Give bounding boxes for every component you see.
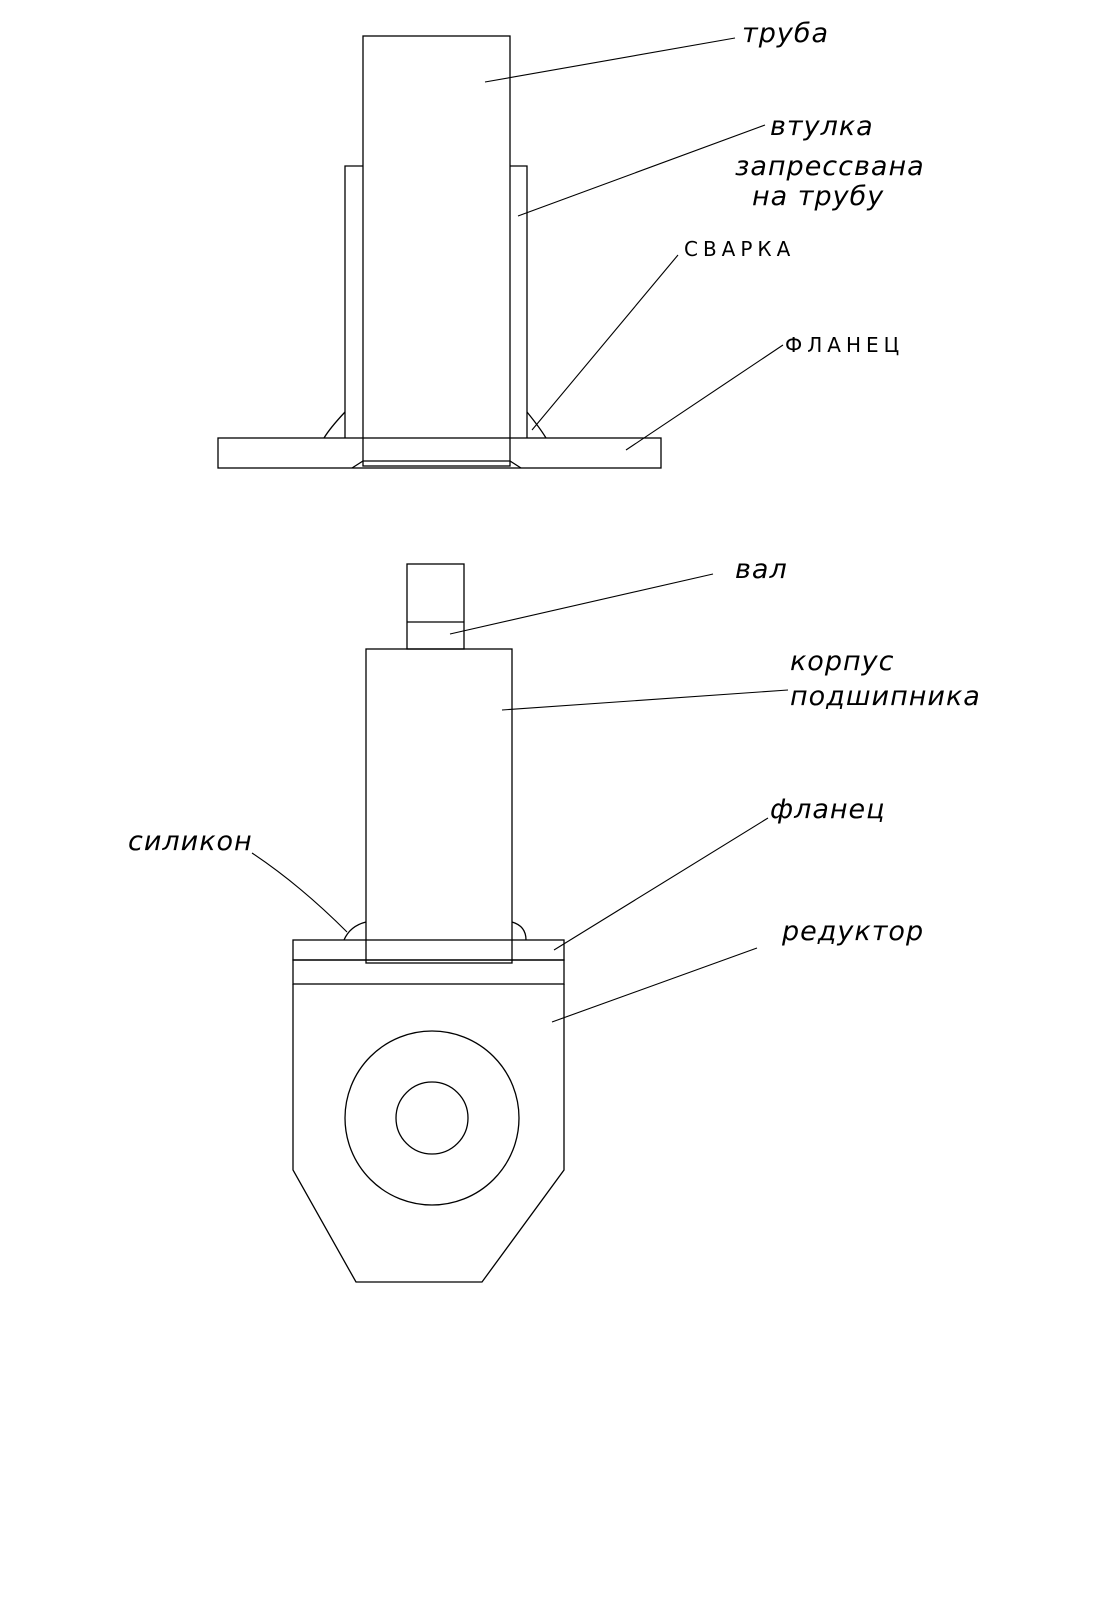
label-bearing-housing-2: подшипника [790,681,981,712]
label-flange-top: ФЛАНЕЦ [785,333,904,357]
shaft-shape [406,563,465,650]
bearing-housing-shape [365,648,513,964]
leader-pipe [484,37,736,83]
leader-weld [531,254,679,431]
top-assembly: труба втулка запрессвана на трубу СВАРКА… [217,18,925,469]
label-silicone: силикон [128,826,253,857]
label-bushing-2: запрессвана [735,151,925,182]
leader-flange-top [625,344,784,451]
label-flange-bottom: фланец [770,794,886,825]
flange-plate-bottom [292,939,565,961]
silicone-right [511,921,527,941]
silicone-left [343,921,367,941]
reducer-band [292,959,565,985]
label-bushing-3: на трубу [752,181,884,212]
weld-left [323,411,346,439]
leader-bearing-housing [501,689,789,711]
label-reducer: редуктор [781,916,924,947]
weld-right [526,411,547,439]
reducer-inner-circle [395,1081,469,1155]
flange-plate-top [217,437,662,469]
leader-silicone [251,852,348,933]
bottom-assembly: вал корпус подшипника силикон фланец ред… [128,554,981,1283]
leader-flange-bottom [553,817,769,951]
label-bushing-1: втулка [770,111,874,142]
label-pipe: труба [742,18,829,49]
pipe-chamfer [351,460,522,469]
leader-shaft [449,573,714,635]
leader-reducer [551,947,758,1023]
bushing-left-wall [344,165,363,438]
pipe-shape [362,35,511,467]
reducer-body [292,984,565,1283]
label-weld: СВАРКА [684,237,795,261]
label-bearing-housing-1: корпус [790,646,894,677]
bushing-right-wall [510,165,528,438]
label-shaft: вал [735,554,788,585]
leader-bushing [517,124,766,217]
reducer-outer-circle [344,1030,520,1206]
